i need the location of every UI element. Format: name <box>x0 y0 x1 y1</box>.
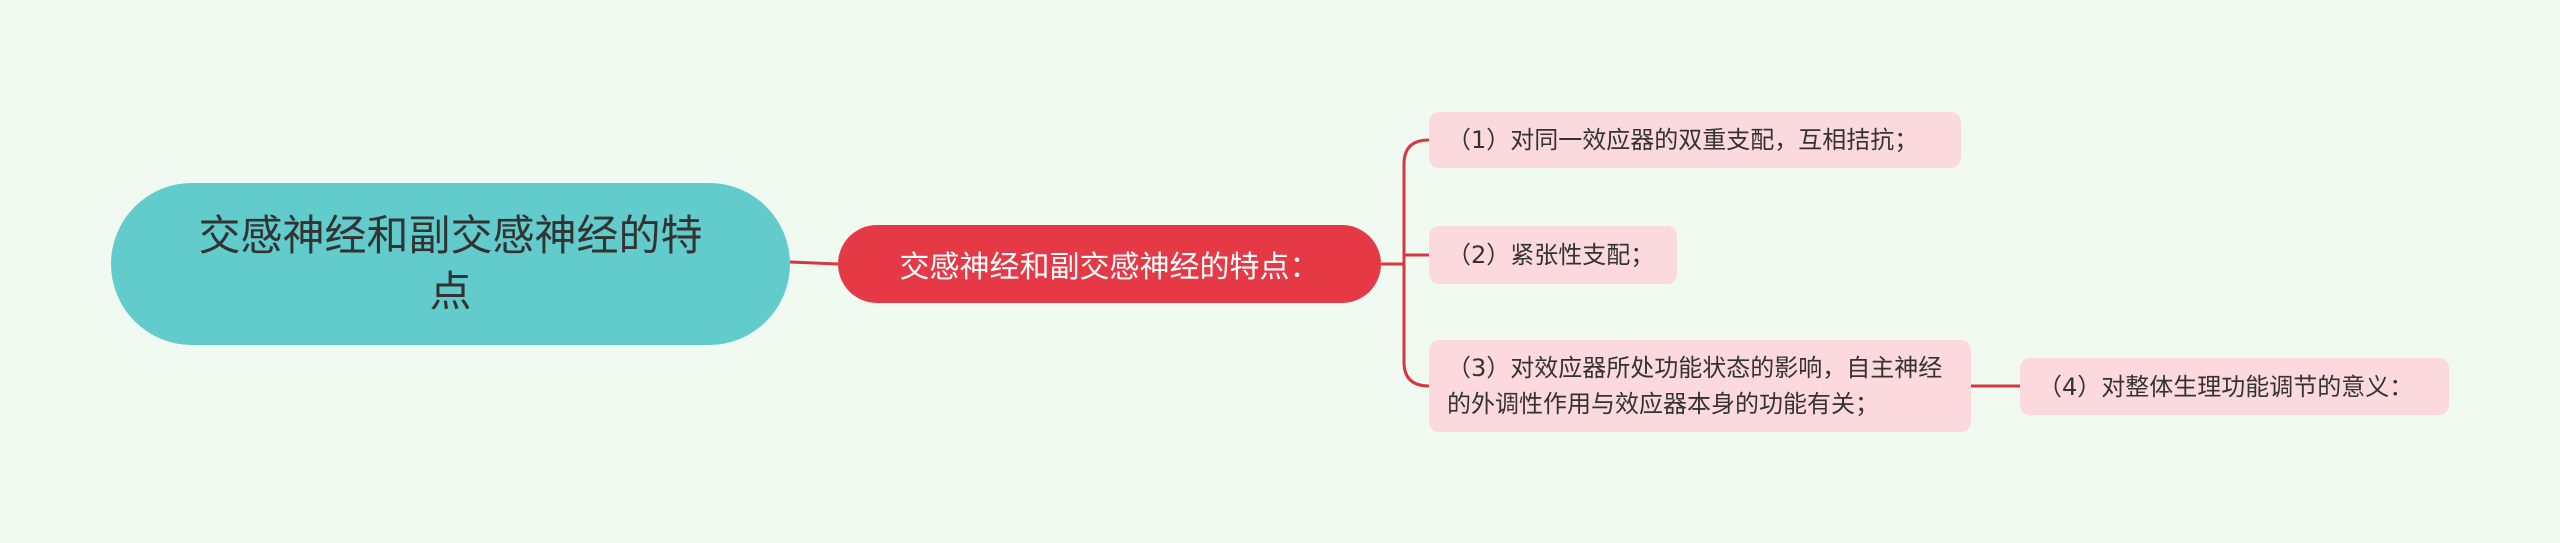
root-topic[interactable]: 交感神经和副交感神经的特点 <box>111 183 790 345</box>
connector-branch-to-leaf-1 <box>1402 138 1430 264</box>
leaf-topic-2[interactable]: （2）紧张性支配； <box>1429 226 1677 284</box>
branch-topic-label: 交感神经和副交感神经的特点： <box>899 250 1320 285</box>
connector-branch-to-leaf-3 <box>1402 264 1430 388</box>
leaf-topic-1-label: （1）对同一效应器的双重支配，互相拮抗； <box>1447 126 1919 154</box>
leaf-topic-4-label: （4）对整体生理功能调节的意义： <box>2038 372 2414 401</box>
root-topic-label: 交感神经和副交感神经的特点 <box>198 211 703 316</box>
leaf-topic-3-label: （3）对效应器所处功能状态的影响，自主神经的外调性作用与效应器本身的功能有关； <box>1447 354 1943 418</box>
connector-root-to-branch <box>789 260 839 266</box>
leaf-topic-1[interactable]: （1）对同一效应器的双重支配，互相拮抗； <box>1429 112 1961 168</box>
leaf-topic-2-label: （2）紧张性支配； <box>1447 241 1655 269</box>
leaf-topic-3[interactable]: （3）对效应器所处功能状态的影响，自主神经的外调性作用与效应器本身的功能有关； <box>1429 340 1971 432</box>
branch-topic[interactable]: 交感神经和副交感神经的特点： <box>838 225 1381 303</box>
leaf-topic-4[interactable]: （4）对整体生理功能调节的意义： <box>2020 358 2449 415</box>
